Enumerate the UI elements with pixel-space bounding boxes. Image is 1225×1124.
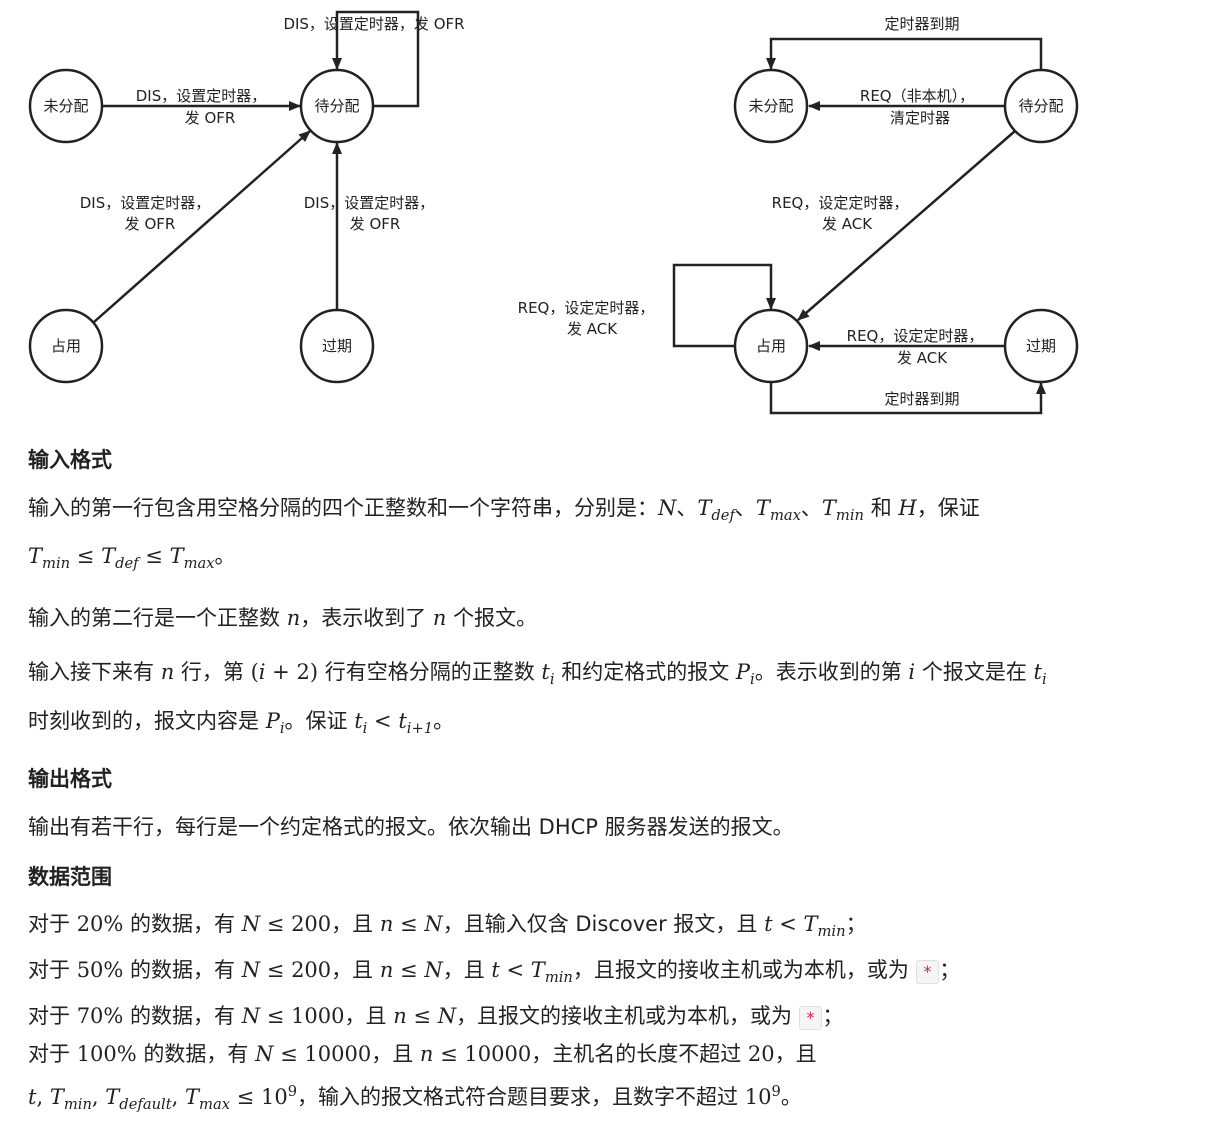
- left-edge-self-loop: [332, 10, 420, 108]
- left-label-pending: 待分配: [314, 97, 359, 115]
- right-edge-label-req-other-2: 清定时器: [890, 109, 950, 127]
- right-edge-label-self-loop-2: 发 ACK: [567, 320, 618, 338]
- data-range-line4: 对于 100% 的数据，有 N ≤ 10000，且 n ≤ 10000，主机名的…: [28, 1042, 817, 1067]
- output-format-text: 输出有若干行，每行是一个约定格式的报文。依次输出 DHCP 服务器发送的报文。: [28, 814, 794, 839]
- left-edge-label-unalloc-1: DIS，设置定时器，: [136, 87, 267, 105]
- left-edge-label-occupied-2: 发 OFR: [125, 215, 176, 233]
- right-edge-label-req-ack-2: 发 ACK: [822, 215, 873, 233]
- right-edge-label-timer-top: 定时器到期: [884, 15, 959, 33]
- right-edge-timer-top: [766, 37, 1043, 70]
- right-edge-label-expired-occupied-1: REQ，设定定时器，: [847, 327, 984, 345]
- right-edge-self-loop: [672, 263, 776, 348]
- right-edge-req-ack: [797, 130, 1016, 321]
- data-range-line1: 对于 20% 的数据，有 N ≤ 200，且 n ≤ N，且输入仅含 Disco…: [28, 911, 867, 940]
- right-edge-timer-bottom: [769, 382, 1046, 415]
- left-edge-occupied-pending: [93, 130, 311, 323]
- input-format-heading: 输入格式: [28, 448, 112, 472]
- left-node-occupied: [28, 308, 104, 384]
- right-edge-label-self-loop-1: REQ，设定定时器，: [518, 299, 655, 317]
- data-range-line2: 对于 50% 的数据，有 N ≤ 200，且 n ≤ N，且 t < Tmin，…: [28, 957, 961, 987]
- data-range-line5: t, Tmin, Tdefault, Tmax ≤ 109，输入的报文格式符合题…: [28, 1083, 802, 1114]
- dhcp-state-diagram: 未分配 待分配 占用 过期 DIS，设置定时器，发 OFR DIS，设置定时器，…: [28, 10, 1079, 415]
- input-format-line2: 输入的第二行是一个正整数 n，表示收到了 n 个报文。: [28, 606, 538, 631]
- right-edge-label-timer-bottom: 定时器到期: [884, 390, 959, 408]
- right-edge-label-req-other-1: REQ（非本机），: [860, 87, 974, 105]
- right-edge-label-req-ack-1: REQ，设定定时器，: [772, 194, 909, 212]
- code-star: *: [798, 1006, 823, 1031]
- data-range-list: 对于 20% 的数据，有 N ≤ 200，且 n ≤ N，且输入仅含 Disco…: [28, 905, 1218, 1124]
- left-edge-label-expired-1: DIS，设置定时器，: [304, 194, 435, 212]
- right-edge-label-expired-occupied-2: 发 ACK: [897, 349, 948, 367]
- right-labels: 未分配 待分配 占用 过期 定时器到期 REQ（非本机）， 清定时器 REQ，设…: [518, 15, 1064, 408]
- right-node-unalloc: [733, 68, 809, 144]
- right-diagram: [672, 37, 1079, 415]
- input-format-line1: 输入的第一行包含用空格分隔的四个正整数和一个字符串，分别是：N、Tdef、Tma…: [28, 496, 980, 573]
- left-edge-label-unalloc-2: 发 OFR: [185, 109, 236, 127]
- right-label-expired: 过期: [1026, 337, 1056, 355]
- left-diagram: [28, 10, 420, 384]
- output-format-heading: 输出格式: [28, 766, 112, 791]
- data-range-heading: 数据范围: [28, 864, 112, 889]
- code-star: *: [915, 959, 940, 984]
- left-edge-label-expired-2: 发 OFR: [350, 215, 401, 233]
- left-label-expired: 过期: [322, 337, 352, 355]
- data-range-line3: 对于 70% 的数据，有 N ≤ 1000，且 n ≤ N，且报文的接收主机或为…: [28, 1004, 844, 1031]
- right-label-occupied: 占用: [756, 337, 786, 355]
- left-label-unalloc: 未分配: [43, 97, 88, 115]
- problem-text: 输入格式 输入的第一行包含用空格分隔的四个正整数和一个字符串，分别是：N、Tde…: [28, 432, 1218, 1124]
- right-label-pending: 待分配: [1018, 97, 1063, 115]
- input-format-line3: 输入接下来有 n 行，第 (i + 2) 行有空格分隔的正整数 ti 和约定格式…: [28, 660, 1047, 737]
- right-label-unalloc: 未分配: [748, 97, 793, 115]
- left-labels: 未分配 待分配 占用 过期 DIS，设置定时器，发 OFR DIS，设置定时器，…: [43, 15, 464, 355]
- left-label-occupied: 占用: [51, 337, 81, 355]
- left-edge-label-self-loop: DIS，设置定时器，发 OFR: [283, 15, 464, 33]
- left-edge-label-occupied-1: DIS，设置定时器，: [80, 194, 211, 212]
